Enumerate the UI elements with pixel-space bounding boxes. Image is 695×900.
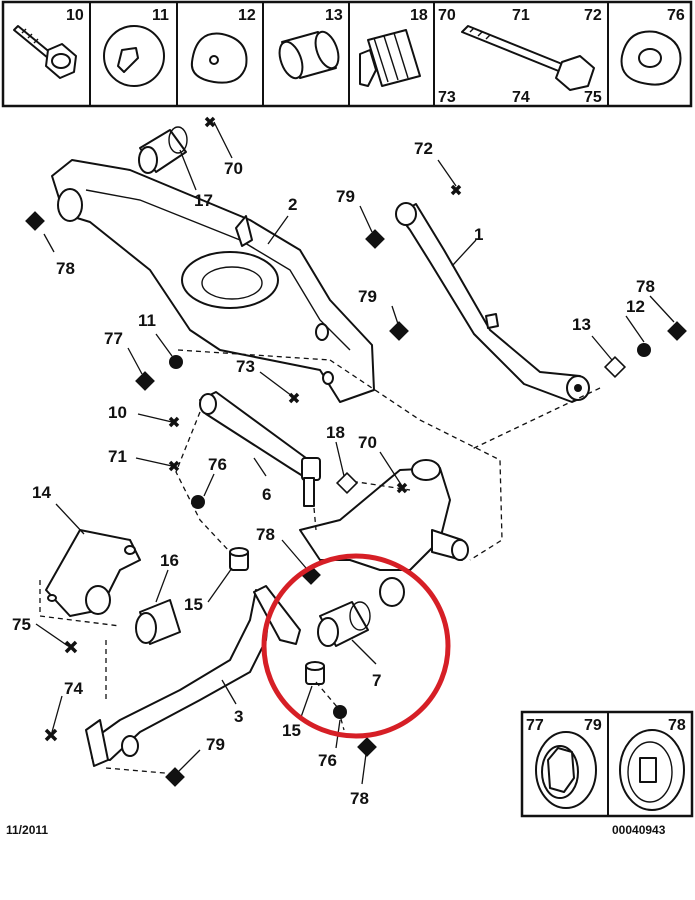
strip-label-70: 70 bbox=[438, 7, 456, 24]
strip-label-12: 12 bbox=[238, 7, 256, 24]
strip-label-10: 10 bbox=[66, 7, 84, 24]
leader-lines bbox=[35, 121, 675, 785]
strip-label-71: 71 bbox=[512, 7, 530, 24]
strip-label-11: 11 bbox=[152, 7, 169, 24]
callout-11: 11 bbox=[138, 311, 156, 330]
callout-76: 76 bbox=[208, 455, 227, 474]
strip-label-13: 13 bbox=[325, 7, 343, 24]
strip-label-72: 72 bbox=[584, 7, 602, 24]
bush-part-15-upper bbox=[229, 547, 249, 571]
callout-75: 75 bbox=[12, 615, 31, 634]
callout-2: 2 bbox=[288, 195, 297, 214]
bush-part-7 bbox=[317, 601, 371, 647]
bracket-part-14 bbox=[39, 529, 141, 627]
callout-76: 76 bbox=[318, 751, 337, 770]
strip-label-74: 74 bbox=[512, 89, 530, 106]
callout-7: 7 bbox=[372, 671, 381, 690]
eccentric-washer-icon bbox=[103, 25, 165, 87]
callout-18: 18 bbox=[326, 423, 345, 442]
callout-14: 14 bbox=[32, 483, 51, 502]
strip-label-75: 75 bbox=[584, 89, 602, 106]
callout-12: 12 bbox=[626, 297, 645, 316]
bump-stop-icon bbox=[359, 29, 421, 87]
callout-13: 13 bbox=[572, 315, 591, 334]
hub-carrier bbox=[299, 359, 503, 607]
callout-15: 15 bbox=[282, 721, 301, 740]
callout-79: 79 bbox=[358, 287, 377, 306]
lower-arm-part-3 bbox=[85, 585, 301, 767]
callout-79: 79 bbox=[206, 735, 225, 754]
callout-78: 78 bbox=[56, 259, 75, 278]
bush-part-17 bbox=[138, 126, 188, 174]
callout-78: 78 bbox=[256, 525, 275, 544]
callout-72: 72 bbox=[414, 139, 433, 158]
callout-3: 3 bbox=[234, 707, 243, 726]
sleeve-icon bbox=[278, 30, 340, 80]
circle-symbols bbox=[169, 343, 651, 719]
callout-10: 10 bbox=[108, 403, 127, 422]
washer-nut-icon bbox=[619, 729, 685, 811]
callout-16: 16 bbox=[160, 551, 179, 570]
bush-part-16 bbox=[135, 599, 181, 645]
flat-washer-icon bbox=[620, 30, 682, 86]
legend-label-79: 79 bbox=[584, 717, 602, 734]
square-symbols bbox=[25, 211, 687, 787]
callout-79: 79 bbox=[336, 187, 355, 206]
strip-label-76: 76 bbox=[667, 7, 685, 24]
callout-1: 1 bbox=[474, 225, 483, 244]
nut-legend-box bbox=[520, 710, 694, 818]
strip-label-18: 18 bbox=[410, 7, 428, 24]
bush-part-15-lower bbox=[305, 661, 325, 685]
cam-washer-icon bbox=[190, 32, 248, 84]
callout-74: 74 bbox=[64, 679, 83, 698]
callout-78: 78 bbox=[350, 789, 369, 808]
callout-15: 15 bbox=[184, 595, 203, 614]
hollow-square-symbols bbox=[335, 355, 627, 495]
upper-arm-part-1 bbox=[395, 202, 590, 403]
construction-lines bbox=[105, 349, 601, 775]
footer-ref: 00040943 bbox=[612, 823, 666, 837]
legend-label-77: 77 bbox=[526, 717, 544, 734]
callout-70: 70 bbox=[224, 159, 243, 178]
strip-label-73: 73 bbox=[438, 89, 456, 106]
flange-nut-icon bbox=[535, 731, 597, 809]
callout-70: 70 bbox=[358, 433, 377, 452]
callout-6: 6 bbox=[262, 485, 271, 504]
long-bolt-icon bbox=[461, 25, 595, 91]
legend-label-78: 78 bbox=[668, 717, 686, 734]
callout-73: 73 bbox=[236, 357, 255, 376]
highlight-circle bbox=[261, 553, 451, 739]
callout-17: 17 bbox=[194, 191, 213, 210]
footer-date: 11/2011 bbox=[6, 823, 48, 837]
link-part-6 bbox=[199, 391, 321, 507]
callout-77: 77 bbox=[104, 329, 123, 348]
callout-78: 78 bbox=[636, 277, 655, 296]
trailing-arm-part-2 bbox=[51, 159, 375, 403]
bolt-icon bbox=[13, 25, 77, 79]
callout-71: 71 bbox=[108, 447, 127, 466]
fastener-cross-symbols bbox=[44, 116, 462, 742]
